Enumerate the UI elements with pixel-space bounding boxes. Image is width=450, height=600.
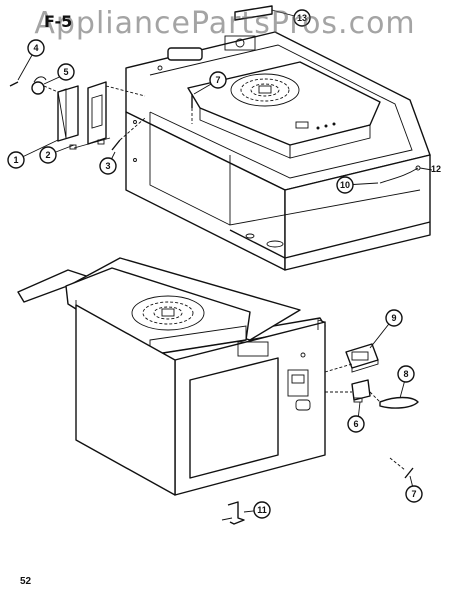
svg-text:11: 11 — [257, 505, 267, 515]
callout-12: 12 — [431, 164, 441, 174]
callout-7-bottom: 7 — [405, 485, 423, 503]
callout-5: 5 — [57, 63, 75, 81]
callout-7-top: 7 — [209, 71, 227, 89]
svg-text:5: 5 — [63, 67, 68, 77]
svg-text:13: 13 — [297, 13, 307, 23]
callout-6: 6 — [347, 415, 365, 433]
svg-text:3: 3 — [105, 161, 110, 171]
clip-part-11 — [221, 501, 245, 525]
callout-13: 13 — [293, 9, 311, 27]
callout-2: 2 — [39, 146, 57, 164]
callout-4: 4 — [27, 39, 45, 57]
svg-text:2: 2 — [45, 150, 50, 160]
svg-text:6: 6 — [353, 419, 358, 429]
bracket-parts-group — [9, 76, 146, 151]
svg-text:7: 7 — [411, 489, 416, 499]
callout-1: 1 — [7, 151, 25, 169]
outer-cabinet-assembly — [125, 5, 431, 271]
svg-text:1: 1 — [13, 155, 18, 165]
inner-cavity-assembly — [17, 257, 326, 496]
svg-text:10: 10 — [340, 180, 350, 190]
svg-text:8: 8 — [403, 369, 408, 379]
svg-text:4: 4 — [33, 43, 38, 53]
callout-8: 8 — [397, 365, 415, 383]
callout-3: 3 — [99, 157, 117, 175]
callout-11: 11 — [253, 501, 271, 519]
callout-10: 10 — [336, 176, 354, 194]
callout-markers: 1 2 3 4 5 7 10 12 13 — [7, 9, 441, 519]
right-small-parts — [324, 343, 419, 479]
figure-label: F-5 — [44, 12, 73, 31]
svg-text:9: 9 — [391, 313, 396, 323]
svg-text:7: 7 — [215, 75, 220, 85]
svg-text:12: 12 — [431, 164, 441, 174]
page-number: 52 — [20, 576, 32, 587]
callout-9: 9 — [385, 309, 403, 327]
fan-grille-top — [230, 73, 300, 107]
